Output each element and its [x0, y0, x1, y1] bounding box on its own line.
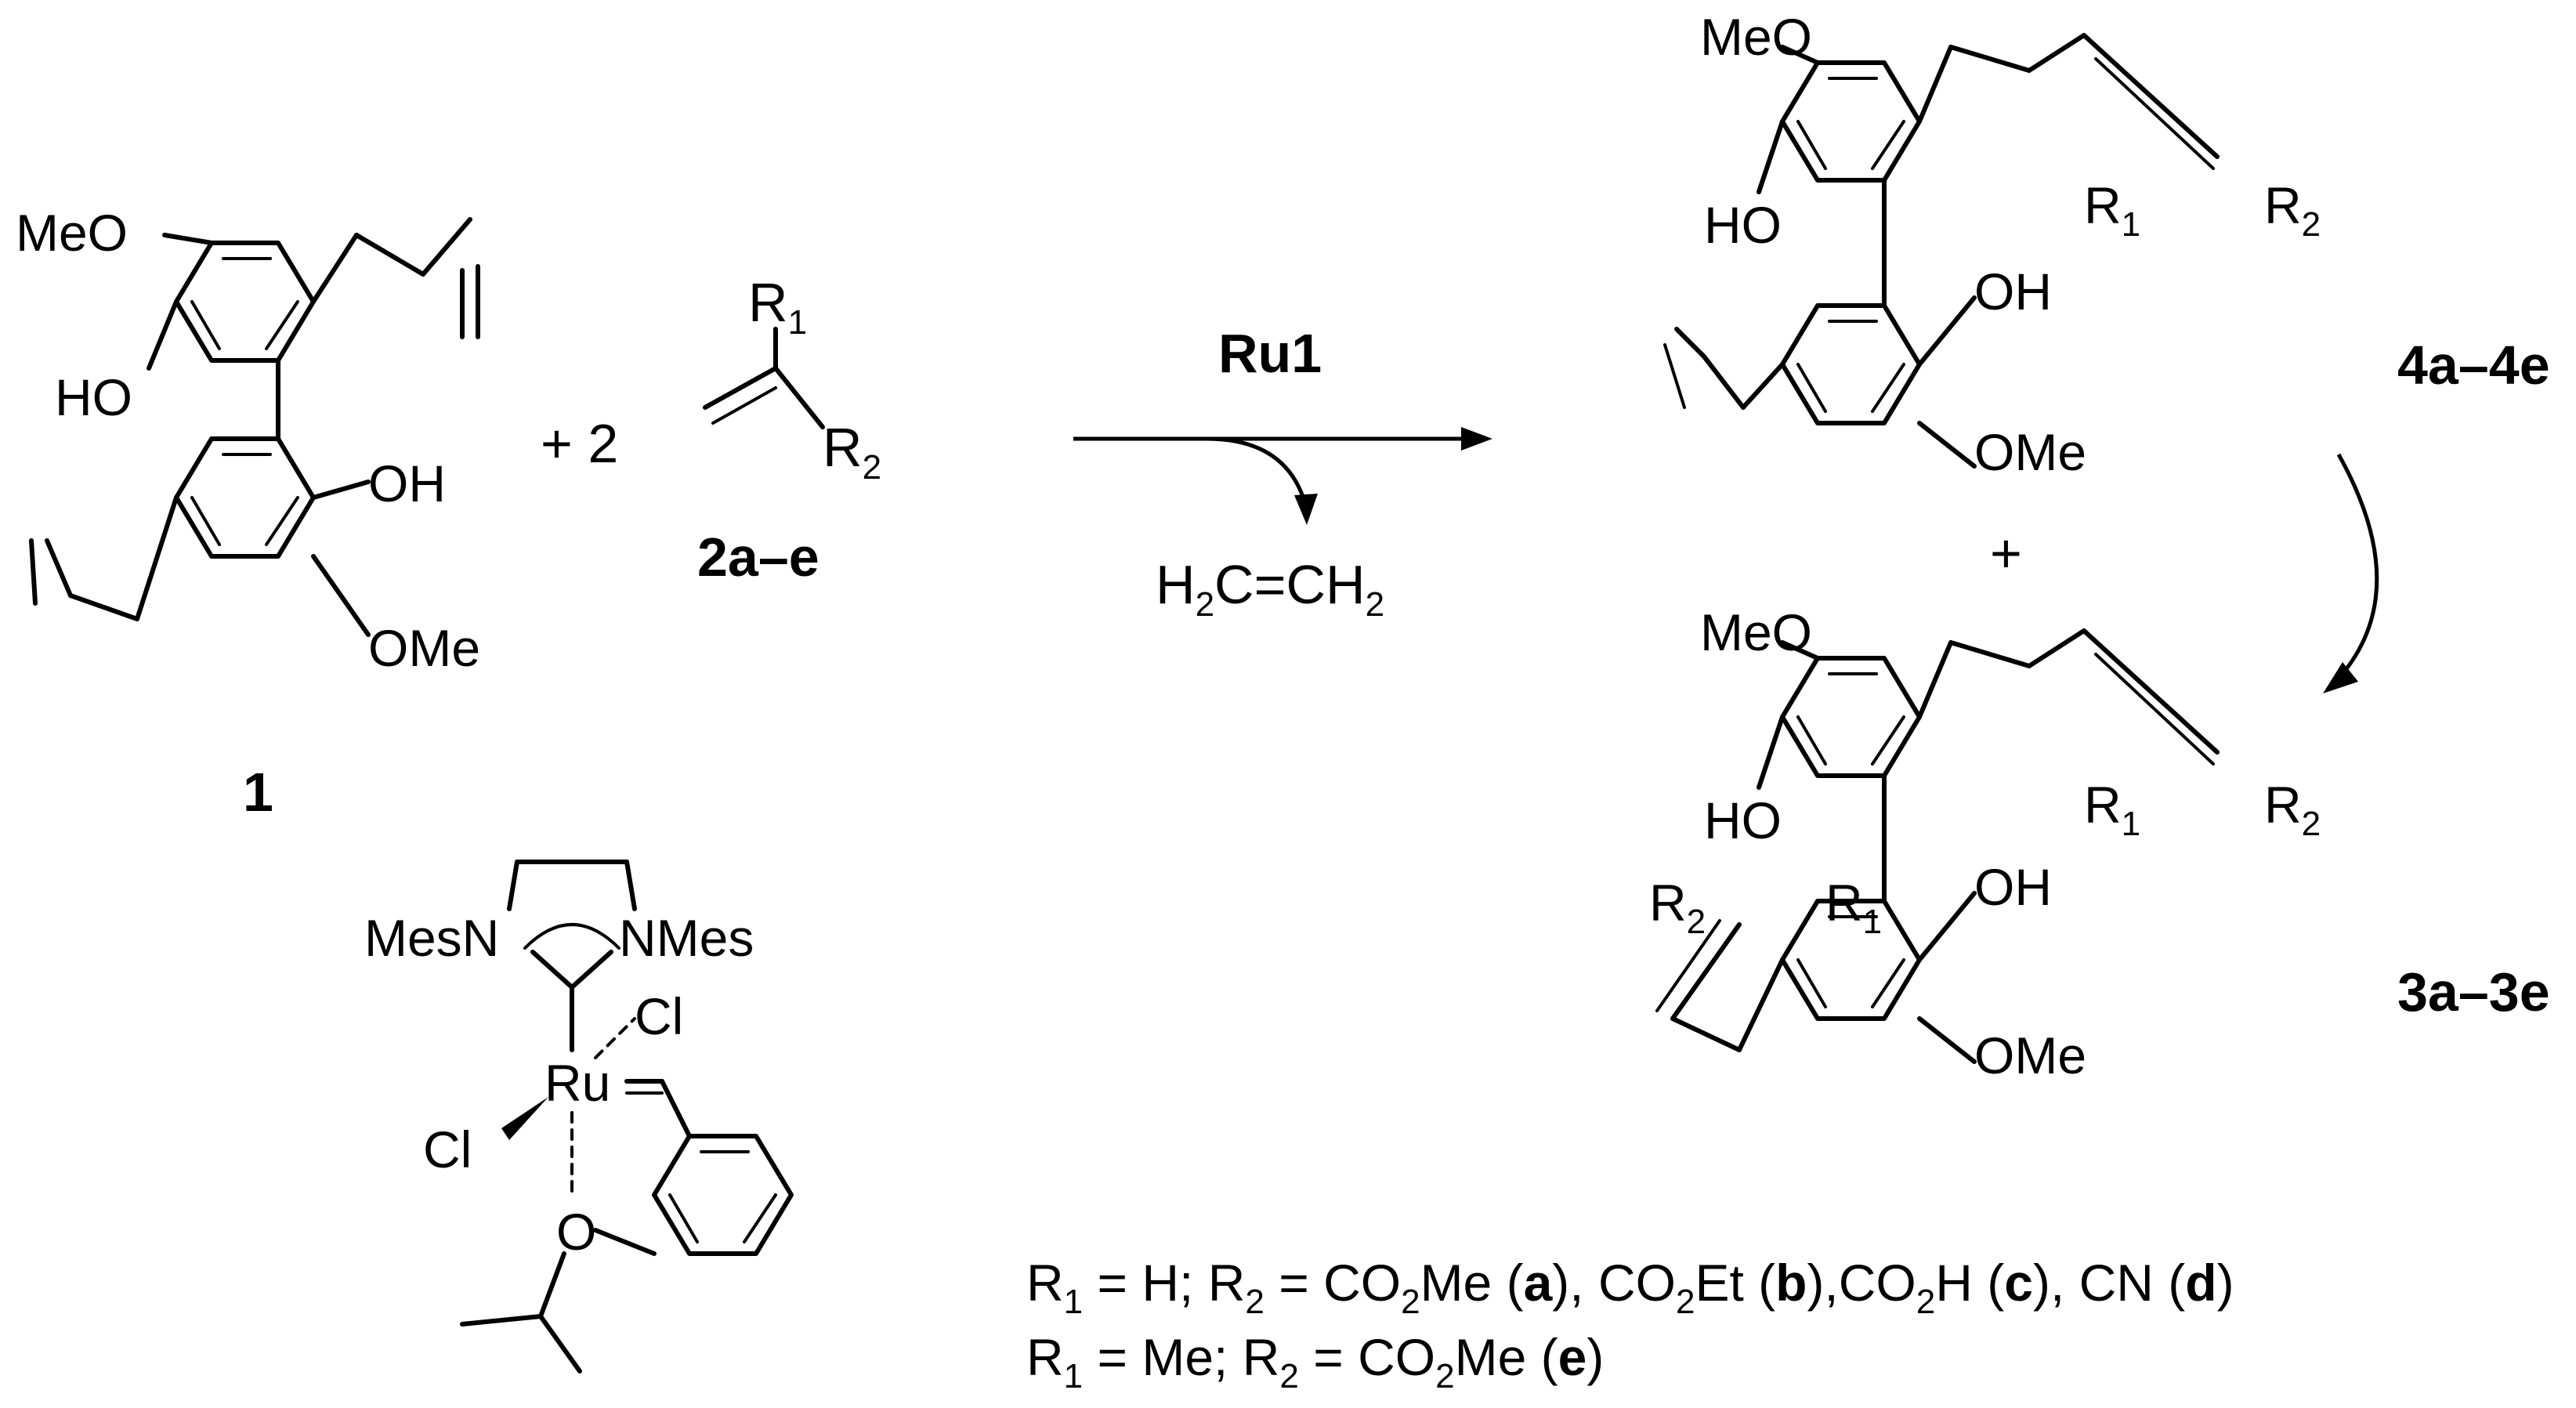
compound-1-meo-label: MeO: [16, 204, 128, 262]
alkene-2-structure: [703, 327, 825, 429]
product-3-r2-left-label: R2: [1649, 874, 1706, 941]
product-3-r2-right-label: R2: [2264, 776, 2321, 843]
product-3-upper-ring: [1780, 656, 1922, 778]
product-4-upper-ring: [1780, 60, 1922, 183]
catalyst-mesn-label: MesN: [364, 909, 499, 967]
catalyst-label: Ru1: [1218, 323, 1322, 384]
compound-1-oh-label: OH: [368, 454, 446, 512]
product-4-oh-label: OH: [1974, 262, 2052, 320]
ethylene-byproduct-label: H2C=CH2: [1156, 554, 1384, 624]
product-3-meo-label: MeO: [1700, 603, 1812, 661]
compound-1-ome-label: OMe: [368, 619, 480, 677]
catalyst-o-label: O: [556, 1203, 596, 1261]
catalyst-ru1-structure: [460, 860, 794, 1374]
alkene-r2-label: R2: [823, 417, 881, 487]
substituent-legend-line-1: R1 = H; R2 = CO2Me (a), CO2Et (b),CO2H (…: [1026, 1254, 2234, 1321]
byproduct-curved-arrow: [1206, 436, 1307, 502]
product-4-meo-label: MeO: [1700, 8, 1812, 66]
plus-sign: +: [1990, 523, 2022, 584]
catalyst-ru-label: Ru: [545, 1054, 610, 1112]
product-4-ome-label: OMe: [1974, 423, 2086, 481]
product-4-lower-ring: [1780, 303, 1922, 425]
product-3-r1-left-label: R1: [1825, 874, 1882, 941]
compound-1-label: 1: [243, 762, 273, 823]
alkene-r1-label: R1: [748, 272, 807, 342]
compound-1-upper-ring: [174, 241, 316, 363]
product-3-label: 3a–3e: [2397, 961, 2550, 1023]
catalyst-nmes-label: NMes: [619, 909, 754, 967]
product-4-r1-label: R1: [2084, 176, 2140, 244]
product-3-oh-label: OH: [1974, 858, 2052, 916]
catalyst-cl-left-label: Cl: [423, 1120, 472, 1178]
catalyst-cl-top-label: Cl: [635, 987, 683, 1045]
product-4-label: 4a–4e: [2397, 335, 2550, 396]
substituent-legend-line-2: R1 = Me; R2 = CO2Me (e): [1026, 1328, 1604, 1395]
product-3-ho-label: HO: [1704, 791, 1782, 849]
alkene-2-label: 2a–e: [697, 527, 819, 588]
compound-1-structure: [29, 217, 480, 637]
product-4-r2-label: R2: [2264, 176, 2321, 244]
product-4-ho-label: HO: [1704, 196, 1782, 254]
product-3-structure: [1655, 628, 2220, 1064]
product-4-structure: [1663, 33, 2220, 469]
product-3-ome-label: OMe: [1974, 1026, 2086, 1084]
coefficient-label: + 2: [541, 413, 618, 474]
product-3-r1-right-label: R1: [2084, 776, 2140, 843]
compound-1-lower-ring: [174, 436, 316, 559]
reaction-arrowhead: [1461, 427, 1492, 451]
conversion-curved-arrow: [2336, 453, 2379, 675]
compound-1-ho-label: HO: [55, 368, 132, 426]
